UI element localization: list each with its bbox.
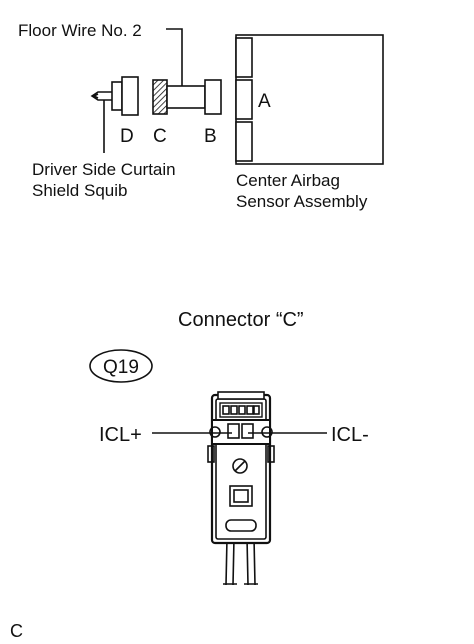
connector-view-title: Connector “C”	[178, 309, 304, 331]
squib-plug-tip	[90, 91, 112, 101]
squib-label-line2: Shield Squib	[32, 181, 127, 200]
pin-left-label: ICL+	[99, 424, 142, 446]
floor-wire-harness	[166, 85, 206, 109]
connector-b-body	[204, 79, 222, 115]
connector-b-label: B	[204, 126, 217, 147]
pin-icl-minus-terminal	[241, 423, 254, 439]
sensor-label-line1: Center Airbag	[236, 171, 340, 190]
housing-slot	[225, 519, 257, 532]
connector-d-collar	[111, 81, 123, 111]
connector-c-body	[152, 79, 168, 115]
lock-screw	[232, 458, 248, 474]
pin-right-label: ICL-	[331, 424, 369, 446]
connector-code-oval	[89, 349, 153, 383]
connector-a-label: A	[258, 91, 271, 112]
connector-d-label: D	[120, 126, 134, 147]
housing-window	[229, 485, 253, 507]
corner-code: C	[10, 621, 23, 641]
sensor-connector-slot-a	[235, 79, 253, 120]
sensor-connector-slot-bottom	[235, 121, 253, 162]
connector-d-body	[121, 76, 139, 116]
terminal-cavity-row	[219, 402, 263, 418]
pin-terminal-band	[211, 419, 271, 445]
floor-wire-label: Floor Wire No. 2	[18, 21, 142, 40]
sensor-label-line2: Sensor Assembly	[236, 192, 368, 211]
pin-icl-plus-terminal	[227, 423, 240, 439]
connector-c-front-view	[207, 391, 275, 586]
connector-code: Q19	[103, 357, 139, 378]
connector-c-label: C	[153, 126, 167, 147]
sensor-connector-slot-top	[235, 37, 253, 78]
squib-label-line1: Driver Side Curtain	[32, 160, 176, 179]
floor-wire-leader	[166, 28, 183, 88]
